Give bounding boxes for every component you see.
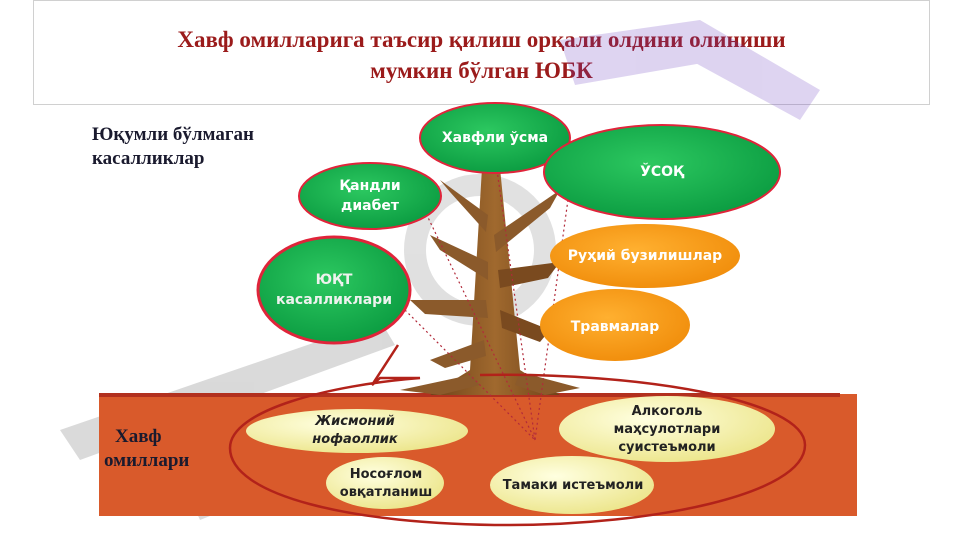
node-mental-label: Руҳий бузилишлар	[567, 248, 723, 264]
node-tumor-label: Хавфли ўсма	[441, 130, 549, 146]
node-trauma	[540, 289, 690, 361]
node-mental	[550, 224, 740, 288]
node-trauma-label: Травмалар	[570, 319, 660, 335]
risk-inactivity	[246, 409, 468, 453]
section-top-label: Юқумли бўлмаган касалликлар	[92, 123, 254, 171]
risk-alcohol-label: Алкоголь маҳсулотлари суистеъмоли	[613, 404, 721, 455]
tree	[400, 168, 580, 395]
title-box	[33, 0, 930, 105]
node-tumor	[419, 102, 571, 174]
risk-inactivity-label: Жисмоний нофаоллик	[312, 414, 398, 447]
risk-tobacco-label: Тамаки истеъмоли	[502, 478, 644, 493]
node-copd	[543, 124, 781, 220]
node-copd-label: ЎСОҚ	[640, 164, 684, 180]
title-line-2: мумкин бўлган ЮБК	[370, 58, 593, 83]
title-line-1: Хавф омилларига таъсир қилиш орқали олди…	[177, 27, 786, 52]
node-cvd-label: ЮҚТ касалликлари	[275, 272, 393, 308]
connectors	[404, 169, 571, 441]
section-bottom-line-1: Хавф	[115, 426, 162, 447]
risk-diet-label: Носоғлом овқатланиш	[339, 467, 433, 500]
section-bottom-label: Хавф омиллари	[104, 425, 189, 473]
node-diabetes-label: Қандли диабет	[339, 178, 401, 214]
node-cvd	[256, 235, 412, 345]
risk-alcohol	[559, 396, 775, 462]
node-diabetes	[298, 162, 442, 230]
risk-diet	[326, 457, 444, 509]
section-top-line-1: Юқумли бўлмаган	[92, 124, 254, 145]
slide-title: Хавф омилларига таъсир қилиш орқали олди…	[33, 24, 930, 86]
section-bottom-line-2: омиллари	[104, 450, 190, 471]
risk-tobacco	[490, 456, 654, 514]
risk-loop	[228, 344, 807, 527]
section-top-line-2: касалликлар	[92, 148, 205, 169]
